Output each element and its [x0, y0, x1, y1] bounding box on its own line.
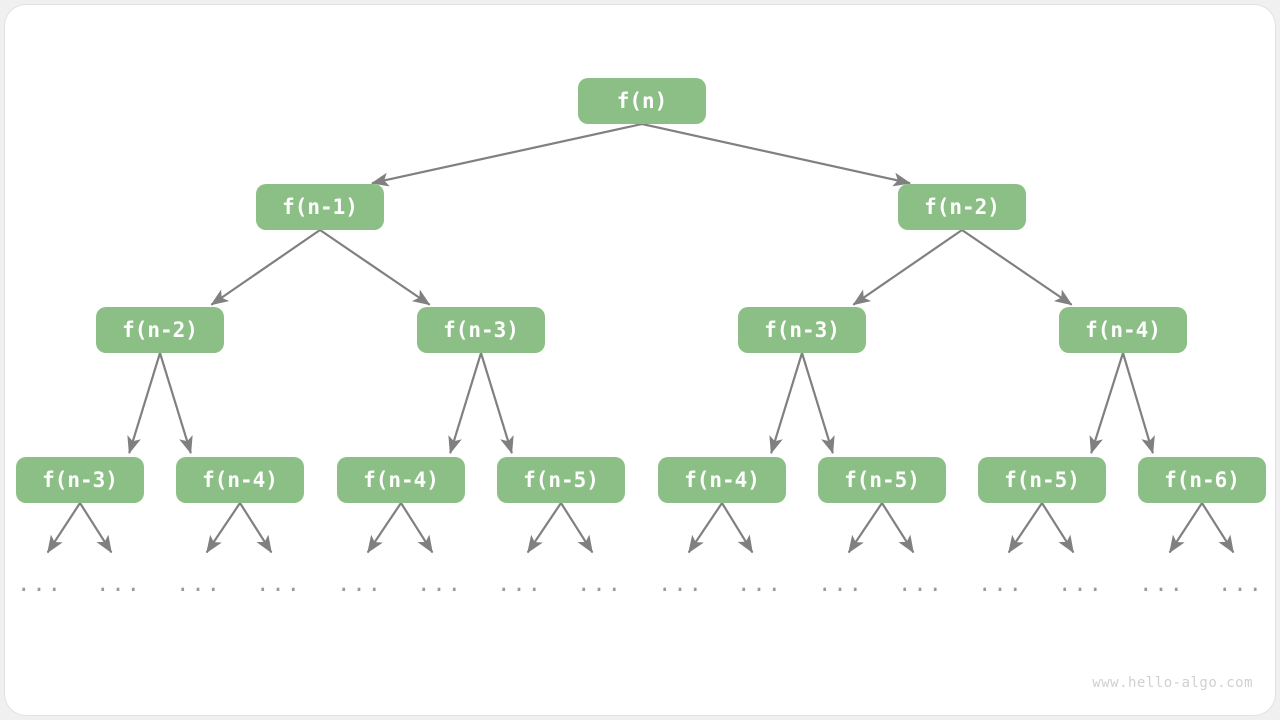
- tree-node[interactable]: f(n-4): [658, 457, 786, 503]
- leaf-ellipsis: ...: [497, 572, 543, 597]
- leaf-edge: [1201, 502, 1235, 554]
- node-box: [337, 457, 465, 503]
- tree-node[interactable]: f(n-3): [16, 457, 144, 503]
- leaf-edge: [721, 502, 754, 554]
- node-box: [818, 457, 946, 503]
- node-label: f(n-3): [443, 318, 519, 342]
- leaf-ellipsis: ...: [256, 572, 302, 597]
- tree-node[interactable]: f(n-5): [978, 457, 1106, 503]
- leaf-edge: [526, 502, 562, 554]
- node-label: f(n-3): [42, 468, 118, 492]
- node-label: f(n-4): [1085, 318, 1161, 342]
- leaf-ellipsis: ...: [1058, 572, 1104, 597]
- leaf-ellipsis: ...: [818, 572, 864, 597]
- node-box: [16, 457, 144, 503]
- node-box: [417, 307, 545, 353]
- tree-edge: [158, 352, 193, 455]
- leaf-edge: [560, 502, 594, 554]
- leaf-ellipsis: ...: [898, 572, 944, 597]
- tree-edge: [371, 122, 643, 187]
- node-label: f(n): [617, 89, 668, 113]
- tree-edge: [852, 229, 963, 306]
- leaf-ellipsis: ...: [737, 572, 783, 597]
- leaf-edge: [1168, 502, 1203, 554]
- leaf-edge: [1007, 502, 1043, 554]
- diagram-card: f(n) f(n-1) f(n-2) f(n-2) f(n-3) f(n-3) f(n-4)…: [4, 4, 1276, 716]
- leaf-edge: [1041, 502, 1075, 554]
- node-box: [578, 78, 706, 124]
- leaf-ellipsis: ...: [417, 572, 463, 597]
- tree-edge: [961, 229, 1073, 306]
- node-box: [256, 184, 384, 230]
- node-box: [497, 457, 625, 503]
- node-label: f(n-1): [282, 195, 358, 219]
- node-box: [1059, 307, 1187, 353]
- node-box: [96, 307, 224, 353]
- tree-edge: [127, 352, 162, 455]
- node-label: f(n-4): [684, 468, 760, 492]
- tree-node[interactable]: f(n-5): [497, 457, 625, 503]
- leaf-ellipsis: ...: [96, 572, 142, 597]
- tree-node[interactable]: f(n-2): [898, 184, 1026, 230]
- leaf-ellipsis: ...: [658, 572, 704, 597]
- tree-edge: [319, 229, 431, 306]
- tree-edge: [641, 122, 911, 187]
- tree-edge: [1089, 352, 1125, 455]
- leaf-ellipsis: ...: [978, 572, 1024, 597]
- node-label: f(n-5): [1004, 468, 1080, 492]
- tree-edge: [1121, 352, 1155, 455]
- leaf-ellipses-layer: ........................................…: [17, 572, 1264, 597]
- tree-edge: [448, 352, 483, 455]
- leaf-ellipsis: ...: [17, 572, 63, 597]
- leaf-edge: [366, 502, 402, 554]
- tree-node[interactable]: f(n-4): [176, 457, 304, 503]
- node-label: f(n-6): [1164, 468, 1240, 492]
- leaf-ellipsis: ...: [1139, 572, 1185, 597]
- watermark-label: www.hello-algo.com: [1092, 675, 1253, 691]
- node-box: [176, 457, 304, 503]
- tree-node[interactable]: f(n-3): [417, 307, 545, 353]
- leaf-edge: [847, 502, 883, 554]
- leaf-edges-layer: [46, 502, 1235, 554]
- tree-node[interactable]: f(n-3): [738, 307, 866, 353]
- node-label: f(n-4): [363, 468, 439, 492]
- leaf-ellipsis: ...: [577, 572, 623, 597]
- node-box: [738, 307, 866, 353]
- node-label: f(n-2): [122, 318, 198, 342]
- nodes-layer: f(n) f(n-1) f(n-2) f(n-2) f(n-3) f(n-3) f(n-4)…: [16, 78, 1266, 503]
- tree-node[interactable]: f(n-6): [1138, 457, 1266, 503]
- tree-edge: [479, 352, 514, 455]
- tree-edge: [769, 352, 804, 455]
- leaf-edge: [239, 502, 273, 554]
- leaf-edge: [79, 502, 113, 554]
- tree-edge: [800, 352, 835, 455]
- node-label: f(n-2): [924, 195, 1000, 219]
- tree-edge: [210, 229, 321, 306]
- leaf-ellipsis: ...: [1218, 572, 1264, 597]
- node-label: f(n-4): [202, 468, 278, 492]
- leaf-edge: [46, 502, 81, 554]
- tree-node[interactable]: f(n-4): [337, 457, 465, 503]
- node-label: f(n-3): [764, 318, 840, 342]
- leaf-edge: [881, 502, 915, 554]
- tree-node[interactable]: f(n-2): [96, 307, 224, 353]
- leaf-edge: [400, 502, 434, 554]
- tree-node[interactable]: f(n): [578, 78, 706, 124]
- tree-node[interactable]: f(n-1): [256, 184, 384, 230]
- node-box: [898, 184, 1026, 230]
- node-box: [978, 457, 1106, 503]
- recursion-tree-canvas: f(n) f(n-1) f(n-2) f(n-2) f(n-3) f(n-3) f(n-4)…: [16, 78, 1266, 691]
- leaf-ellipsis: ...: [337, 572, 383, 597]
- node-box: [658, 457, 786, 503]
- tree-node[interactable]: f(n-4): [1059, 307, 1187, 353]
- node-label: f(n-5): [523, 468, 599, 492]
- edges-layer: [127, 122, 1155, 455]
- leaf-ellipsis: ...: [176, 572, 222, 597]
- node-box: [1138, 457, 1266, 503]
- leaf-edge: [687, 502, 723, 554]
- leaf-edge: [205, 502, 241, 554]
- tree-node[interactable]: f(n-5): [818, 457, 946, 503]
- node-label: f(n-5): [844, 468, 920, 492]
